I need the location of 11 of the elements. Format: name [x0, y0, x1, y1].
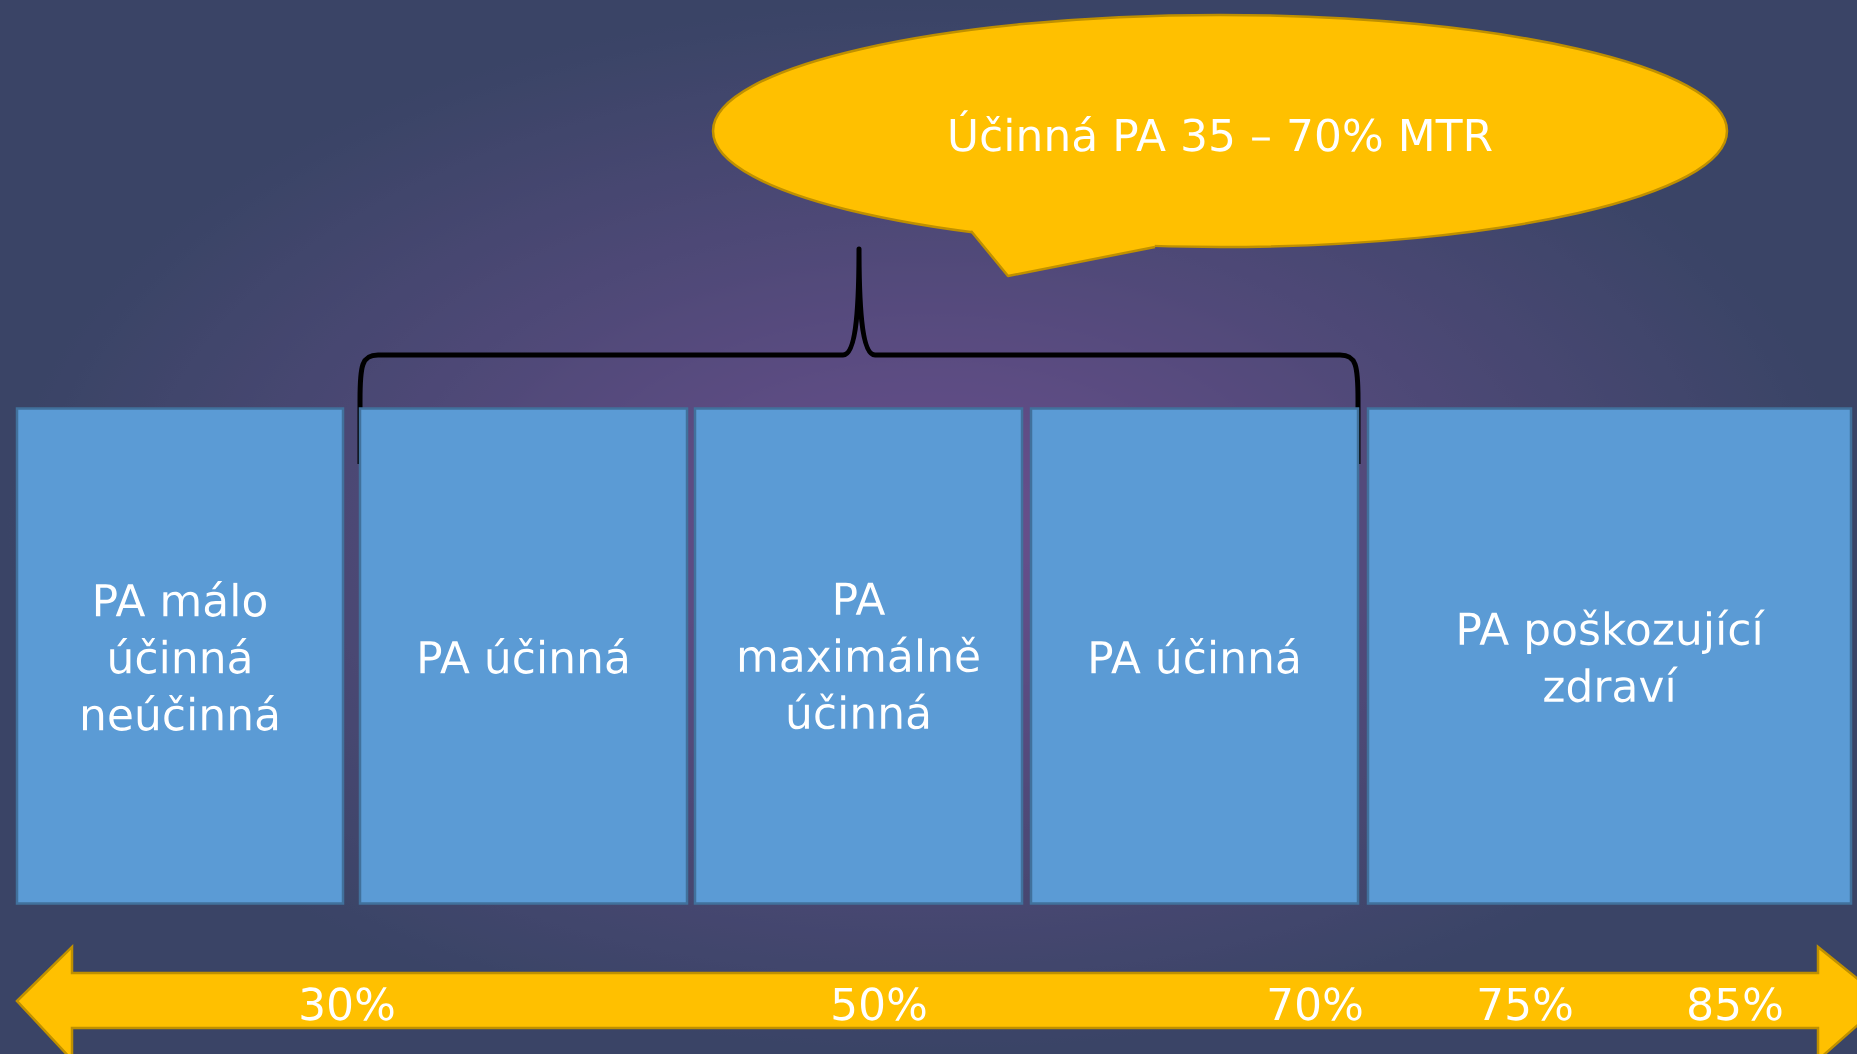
category-box: PA málo účinná neúčinná	[15, 407, 345, 905]
scale-label: 85%	[1689, 987, 1782, 1021]
category-box: PA poškozující zdraví	[1366, 407, 1853, 905]
speech-bubble: Účinná PA 35 – 70% MTR	[711, 13, 1729, 278]
category-box: PA účinná	[358, 407, 689, 905]
scale-label: 75%	[1479, 987, 1572, 1021]
scale-label: 50%	[833, 987, 926, 1021]
scale-label: 70%	[1269, 987, 1362, 1021]
category-box: PA maximálně účinná	[693, 407, 1024, 905]
scale-label: 30%	[301, 987, 394, 1021]
category-box: PA účinná	[1029, 407, 1360, 905]
